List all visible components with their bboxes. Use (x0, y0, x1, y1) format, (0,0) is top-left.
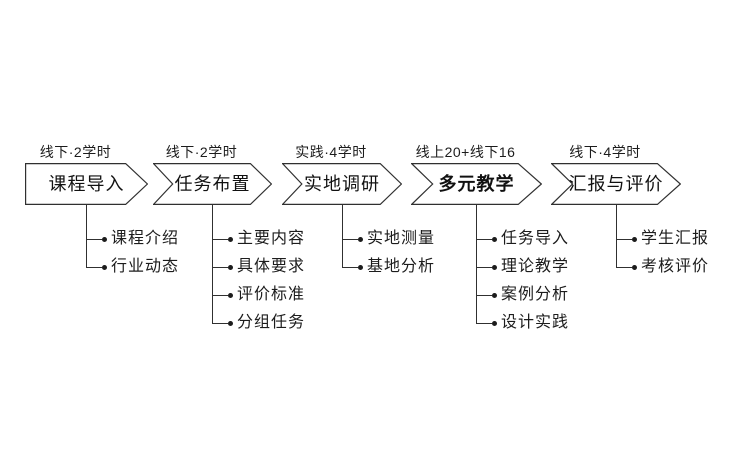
bullet-dot (632, 265, 637, 270)
bullet-dot (492, 321, 497, 326)
step-item-label: 实地测量 (367, 230, 436, 247)
connector-vertical-line (476, 205, 477, 324)
bullet-dot (102, 265, 107, 270)
connector-branch-line (476, 323, 492, 324)
connector-vertical-line (212, 205, 213, 324)
step-item-label: 任务导入 (501, 230, 570, 247)
chevron-arrow-shape (153, 163, 272, 205)
bullet-dot (102, 237, 107, 242)
step-item-label: 设计实践 (501, 314, 570, 331)
bullet-dot (492, 237, 497, 242)
connector-branch-line (342, 267, 358, 268)
flow-step-4: 线上20+线下16 多元教学 任务导入 理论教学 案例分析 设计实践 (411, 143, 568, 363)
connector-branch-line (212, 239, 228, 240)
bullet-dot (228, 293, 233, 298)
connector-vertical-line (86, 205, 87, 268)
connector-branch-line (342, 239, 358, 240)
flow-step-1: 线下·2学时 课程导入 课程介绍 行业动态 (25, 143, 178, 363)
connector-vertical-line (616, 205, 617, 268)
flow-step-3: 实践·4学时 实地调研 实地测量 基地分析 (282, 143, 434, 363)
step-hours-label: 实践·4学时 (295, 144, 367, 160)
chevron-arrow-shape (551, 163, 681, 205)
step-item-label: 具体要求 (237, 258, 306, 275)
connector-branch-line (212, 295, 228, 296)
step-item-label: 考核评价 (641, 258, 710, 275)
chevron-arrow-shape (282, 163, 402, 205)
bullet-dot (358, 237, 363, 242)
bullet-dot (492, 265, 497, 270)
chevron-arrow-shape (411, 163, 542, 205)
step-title: 汇报与评价 (568, 174, 664, 194)
step-item-label: 主要内容 (237, 230, 306, 247)
flow-step-2: 线下·2学时 任务布置 主要内容 具体要求 评价标准 分组任务 (153, 143, 304, 363)
bullet-dot (228, 265, 233, 270)
step-item-label: 分组任务 (237, 314, 306, 331)
step-title: 多元教学 (438, 174, 515, 194)
connector-branch-line (476, 295, 492, 296)
connector-branch-line (86, 267, 102, 268)
connector-branch-line (212, 323, 228, 324)
connector-branch-line (476, 267, 492, 268)
step-hours-label: 线下·2学时 (165, 144, 238, 160)
step-item-label: 行业动态 (111, 258, 180, 275)
step-hours-label: 线下·4学时 (569, 144, 641, 160)
step-title: 实地调研 (304, 174, 380, 194)
connector-branch-line (616, 267, 632, 268)
bullet-dot (228, 321, 233, 326)
bullet-dot (492, 293, 497, 298)
connector-vertical-line (342, 205, 343, 268)
chevron-arrow-shape (25, 163, 148, 205)
step-item-label: 评价标准 (237, 286, 306, 303)
step-hours-label: 线下·2学时 (39, 144, 112, 160)
step-item-label: 案例分析 (501, 286, 570, 303)
step-item-label: 基地分析 (367, 258, 436, 275)
step-item-label: 学生汇报 (641, 230, 710, 247)
step-hours-label: 线上20+线下16 (415, 144, 516, 160)
bullet-dot (228, 237, 233, 242)
bullet-dot (358, 265, 363, 270)
connector-branch-line (476, 239, 492, 240)
flow-step-5: 线下·4学时 汇报与评价 学生汇报 考核评价 (551, 143, 708, 363)
step-item-label: 课程介绍 (111, 230, 180, 247)
bullet-dot (632, 237, 637, 242)
connector-branch-line (86, 239, 102, 240)
connector-branch-line (212, 267, 228, 268)
step-title: 课程导入 (48, 174, 125, 194)
connector-branch-line (616, 239, 632, 240)
step-title: 任务布置 (174, 174, 251, 194)
step-item-label: 理论教学 (501, 258, 570, 275)
